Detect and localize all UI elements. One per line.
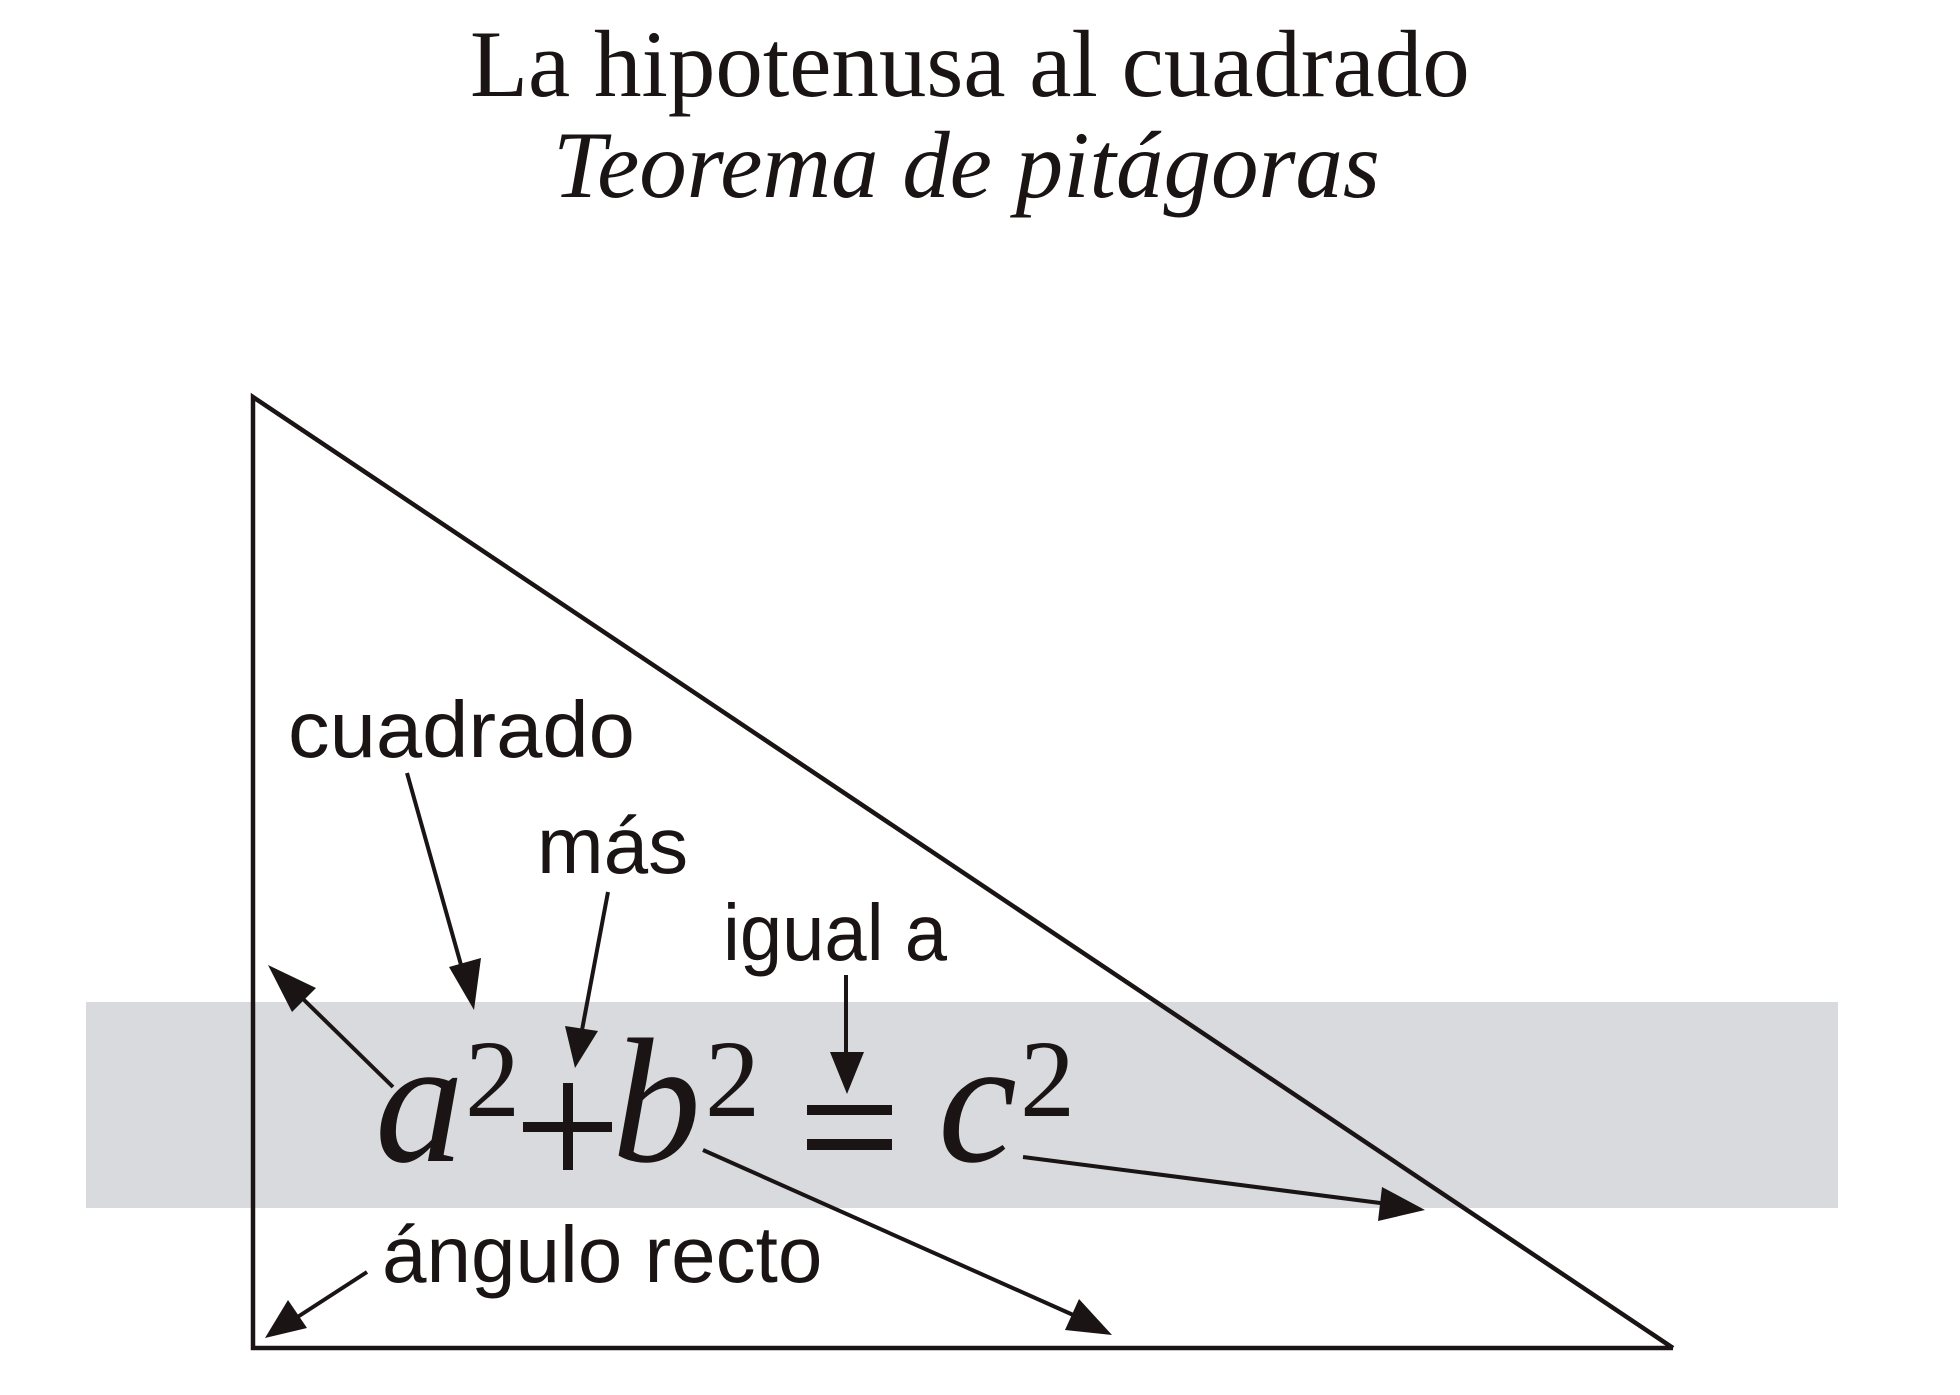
title-subtitle: Teorema de pitágoras <box>553 112 1380 218</box>
label-plus: más <box>537 801 689 890</box>
arrow-plus <box>565 891 610 1068</box>
formula-b: b <box>612 1002 701 1200</box>
label-square: cuadrado <box>288 685 635 774</box>
right-triangle <box>250 392 1675 1351</box>
formula-b-exponent: 2 <box>705 1018 760 1140</box>
arrow-right-angle <box>265 1270 369 1338</box>
label-equals: igual a <box>723 888 947 977</box>
arrow-square <box>405 772 481 1010</box>
formula-c-exponent: 2 <box>1020 1018 1075 1140</box>
arrow-side-c <box>1022 1155 1425 1221</box>
formula-a-exponent: 2 <box>465 1018 520 1140</box>
arrow-equals <box>830 975 864 1094</box>
title-main: La hipotenusa al cuadrado <box>470 11 1470 117</box>
arrow-side-b <box>702 1148 1112 1335</box>
label-right-angle: ángulo recto <box>382 1210 823 1299</box>
arrow-side-a <box>268 965 395 1089</box>
formula-highlight-band <box>86 1002 1838 1208</box>
formula-c: c <box>938 1002 1018 1200</box>
formula-a: a <box>375 1002 464 1200</box>
